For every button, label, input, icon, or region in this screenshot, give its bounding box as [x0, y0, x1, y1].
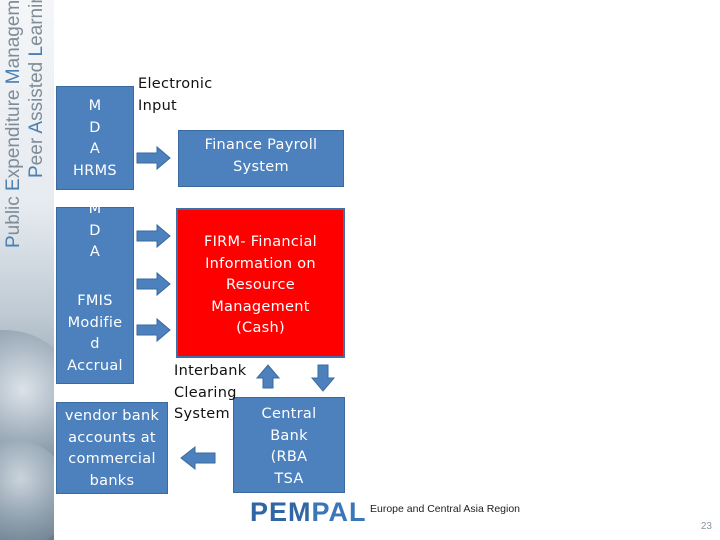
central-bank-label: Central Bank (RBA TSA: [233, 404, 345, 490]
arrow-down-to-central-bank: [310, 364, 336, 392]
arrow-to-vendor-accounts: [180, 445, 216, 471]
vendor-accounts-label: vendor bank accounts at commercial banks: [56, 406, 168, 492]
electronic-input-line-2: Input: [138, 97, 178, 114]
arrow-mda-to-firm-3: [136, 317, 171, 343]
finance-payroll-line-2: System: [233, 158, 289, 175]
interbank-clearing-label: Interbank Clearing System: [174, 361, 264, 426]
arrow-up-to-firm: [255, 364, 281, 389]
fmis-modified-accrual-label: FMIS Modifie d Accrual: [56, 291, 134, 377]
side-banner: Public Expenditure Management Peer Assis…: [0, 0, 54, 540]
vendor-accounts-line-3: commercial: [68, 451, 156, 467]
finance-payroll-box: [178, 130, 344, 187]
mda-fmis-top-label: M D A: [56, 199, 134, 264]
interbank-line-3: System: [174, 406, 230, 422]
central-bank-line-3: (RBA: [270, 449, 308, 465]
firm-line-3: Resource: [226, 277, 295, 293]
mda-hrms-line-1: M: [88, 98, 102, 114]
mda-fmis-line-2: D: [89, 222, 101, 239]
logo-wordmark: PEMPAL: [250, 497, 367, 527]
fmis-line-2: Modifie: [67, 314, 123, 331]
finance-payroll-line-1: Finance Payroll: [204, 137, 318, 153]
mda-fmis-line-1: M: [88, 201, 102, 217]
central-bank-box: [233, 397, 345, 493]
central-bank-line-4: TSA: [274, 470, 304, 487]
arrow-hrms-to-payroll: [136, 145, 171, 171]
vendor-accounts-line-1: vendor bank: [64, 408, 160, 424]
interbank-line-1: Interbank: [174, 363, 247, 379]
firm-line-4: Management: [211, 298, 310, 315]
vendor-accounts-box: [56, 402, 168, 494]
mda-hrms-line-2: D: [89, 119, 101, 136]
mda-hrms-box: [56, 86, 134, 190]
firm-line-5: (Cash): [236, 320, 285, 336]
mda-hrms-line-4: HRMS: [73, 162, 117, 179]
interbank-line-2: Clearing: [174, 384, 237, 401]
logo-subtitle: Europe and Central Asia Region: [370, 503, 521, 515]
firm-line-2: Information on: [205, 255, 316, 272]
mda-hrms-line-3: A: [89, 141, 101, 157]
central-bank-line-2: Bank: [270, 427, 308, 444]
vendor-accounts-line-2: accounts at: [68, 429, 156, 446]
central-bank-line-1: Central: [261, 406, 317, 422]
finance-payroll-label: Finance Payroll System: [178, 135, 344, 178]
electronic-input-line-1: Electronic: [138, 76, 213, 92]
firm-line-1: FIRM- Financial: [203, 234, 318, 250]
mda-fmis-box: [56, 207, 134, 384]
fmis-line-1: FMIS: [77, 293, 113, 309]
page-number: 23: [700, 521, 712, 532]
pempal-logo: PEMPAL Europe and Central Asia Region: [250, 497, 540, 527]
mda-hrms-label: M D A HRMS: [56, 96, 134, 182]
fmis-line-3: d: [90, 336, 100, 352]
fmis-line-4: Accrual: [67, 357, 123, 374]
vendor-accounts-line-4: banks: [89, 472, 135, 489]
electronic-input-label: Electronic Input: [138, 74, 238, 117]
mda-fmis-line-3: A: [89, 244, 101, 260]
globe-image-small: [0, 440, 54, 540]
arrow-mda-to-firm-2: [136, 271, 171, 297]
firm-label: FIRM- Financial Information on Resource …: [176, 232, 345, 340]
firm-box: [176, 208, 345, 358]
arrow-mda-to-firm-1: [136, 223, 171, 249]
